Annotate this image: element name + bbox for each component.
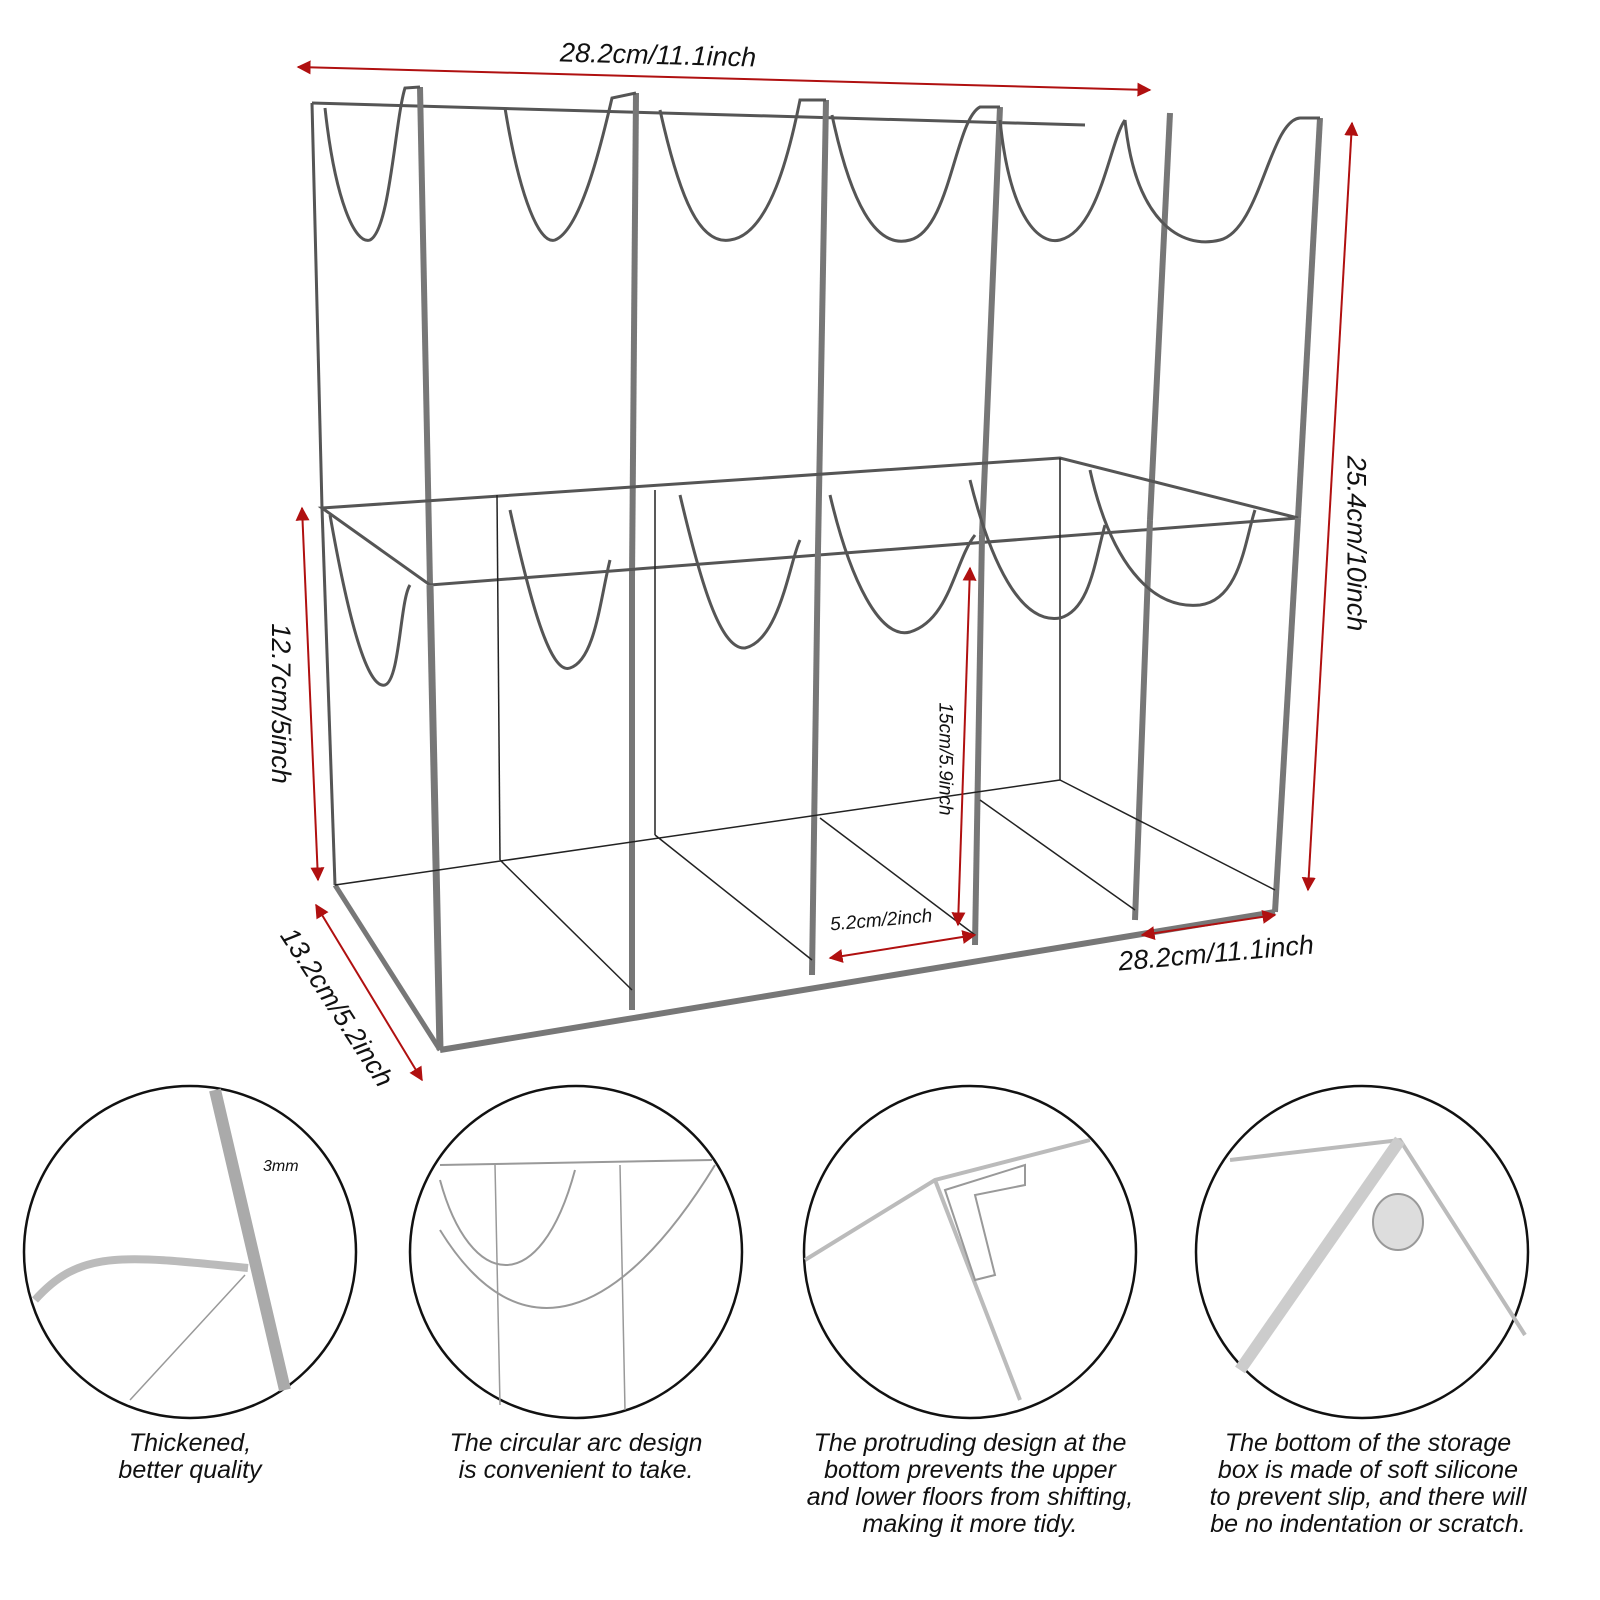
depth-arrow <box>315 903 423 1082</box>
height-label: 25.4cm/10inch <box>1341 455 1372 632</box>
height-arrow <box>1301 121 1359 892</box>
compartment-height-label: 15cm/5.9inch <box>934 702 956 816</box>
lower-height-arrow <box>295 506 325 882</box>
upper-tier <box>310 85 1323 586</box>
compartment-height-arrow <box>951 566 977 927</box>
thickness-label: 3mm <box>263 1158 299 1175</box>
detail-silicone <box>1194 1084 1530 1420</box>
caption-thickness: Thickened,better quality <box>118 1429 262 1484</box>
detail-arc <box>408 1084 744 1420</box>
lower-height-label: 12.7cm/5inch <box>265 623 296 784</box>
compartment-width-arrow <box>828 930 977 963</box>
bottom-width-arrow <box>1140 909 1277 941</box>
detail-thickness <box>22 1084 358 1420</box>
top-width-label: 28.2cm/11.1inch <box>559 37 757 73</box>
detail-protrusion <box>802 1084 1138 1420</box>
top-width-arrow <box>296 60 1152 97</box>
dimension-arrows <box>238 60 1359 1177</box>
